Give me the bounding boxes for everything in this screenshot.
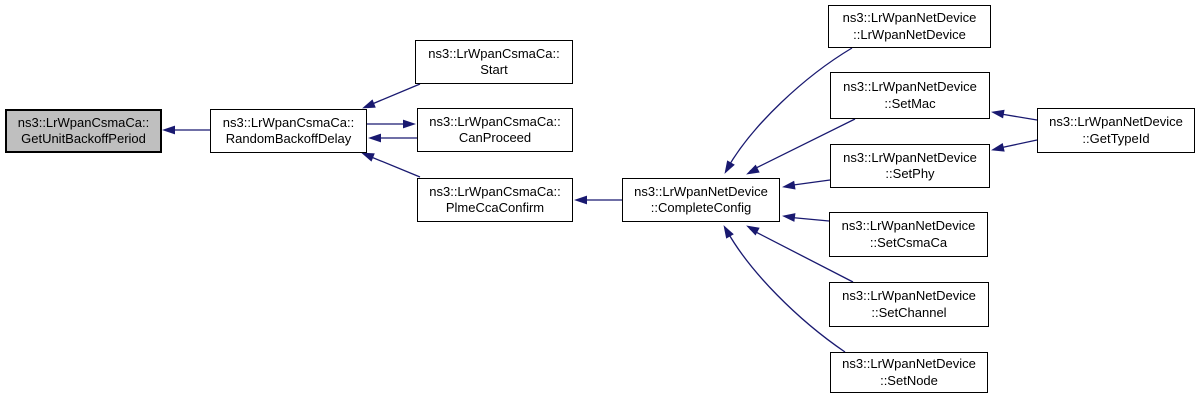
node-label: ::SetNode (880, 372, 938, 388)
node-label: PlmeCcaConfirm (445, 200, 545, 215)
node-label: ns3::LrWpanNetDevice (843, 149, 977, 165)
graph-node-set-mac[interactable]: ns3::LrWpanNetDevice::SetMac (830, 72, 990, 119)
node-label: ::CompleteConfig (650, 200, 752, 215)
node-label: ::SetCsmaCa (869, 234, 948, 250)
arrowhead-set-node-to-complete-config (723, 225, 734, 239)
arrowhead-complete-config-to-plme-cca-confirm (574, 195, 587, 205)
arrowhead-random-backoff-delay-to-can-proceed (403, 119, 416, 129)
graph-node-set-csma-ca[interactable]: ns3::LrWpanNetDevice::SetCsmaCa (829, 212, 988, 257)
arrowhead-set-mac-to-complete-config (746, 164, 760, 175)
node-label: RandomBackoffDelay (225, 131, 352, 146)
node-label: ns3::LrWpanNetDevice (634, 183, 768, 199)
graph-node-get-unit-backoff-period[interactable]: ns3::LrWpanCsmaCa::GetUnitBackoffPeriod (5, 109, 162, 153)
arrowhead-can-proceed-to-random-backoff-delay (368, 133, 381, 143)
edge-start-to-random-backoff-delay (364, 83, 421, 108)
graph-node-set-node[interactable]: ns3::LrWpanNetDevice::SetNode (830, 352, 988, 393)
arrowhead-random-backoff-delay-to-get-unit-backoff-period (162, 125, 175, 135)
arrowhead-get-type-id-to-set-phy (991, 143, 1005, 152)
graph-node-set-phy[interactable]: ns3::LrWpanNetDevice::SetPhy (830, 144, 990, 188)
graph-node-set-channel[interactable]: ns3::LrWpanNetDevice::SetChannel (829, 282, 989, 327)
node-label: ns3::LrWpanNetDevice (843, 79, 977, 94)
node-label: ns3::LrWpanNetDevice (841, 218, 976, 233)
node-label: ns3::LrWpanCsmaCa:: (428, 45, 560, 61)
graph-node-complete-config[interactable]: ns3::LrWpanNetDevice::CompleteConfig (622, 178, 780, 222)
edge-set-channel-to-complete-config (749, 228, 854, 283)
node-label: Start (480, 62, 508, 77)
node-label: ns3::LrWpanNetDevice (1049, 114, 1183, 129)
graph-node-get-type-id[interactable]: ns3::LrWpanNetDevice::GetTypeId (1037, 108, 1195, 153)
arrowhead-set-phy-to-complete-config (782, 180, 796, 190)
edge-set-mac-to-complete-config (749, 118, 856, 172)
node-label: ns3::LrWpanCsmaCa:: (222, 114, 355, 130)
edge-lr-wpan-net-device-to-complete-config (726, 47, 853, 170)
node-label: ::GetTypeId (1082, 130, 1150, 146)
arrowhead-plme-cca-confirm-to-random-backoff-delay (361, 152, 375, 162)
arrowhead-get-type-id-to-set-mac (991, 109, 1005, 119)
node-label: ::SetMac (884, 95, 936, 111)
graph-node-can-proceed[interactable]: ns3::LrWpanCsmaCa::CanProceed (417, 108, 573, 152)
node-label: ::LrWpanNetDevice (853, 26, 966, 42)
node-label: ::SetPhy (885, 166, 935, 181)
arrowhead-start-to-random-backoff-delay (362, 99, 376, 109)
edge-plme-cca-confirm-to-random-backoff-delay (363, 153, 421, 178)
node-label: ::SetChannel (871, 304, 947, 320)
node-label: ns3::LrWpanCsmaCa:: (429, 183, 561, 199)
graph-node-start[interactable]: ns3::LrWpanCsmaCa::Start (415, 40, 573, 84)
arrowhead-set-channel-to-complete-config (746, 225, 760, 236)
node-label: ns3::LrWpanCsmaCa:: (17, 114, 150, 130)
node-label: CanProceed (458, 130, 532, 145)
arrowhead-set-csma-ca-to-complete-config (782, 213, 796, 222)
node-label: ns3::LrWpanNetDevice (842, 10, 977, 25)
edge-set-node-to-complete-config (726, 230, 846, 353)
node-label: ns3::LrWpanCsmaCa:: (429, 113, 561, 129)
arrowhead-lr-wpan-net-device-to-complete-config (724, 160, 735, 174)
graph-node-plme-cca-confirm[interactable]: ns3::LrWpanCsmaCa::PlmeCcaConfirm (417, 178, 573, 222)
node-label: GetUnitBackoffPeriod (21, 131, 146, 146)
graph-node-random-backoff-delay[interactable]: ns3::LrWpanCsmaCa::RandomBackoffDelay (210, 109, 367, 153)
graph-node-lr-wpan-net-device[interactable]: ns3::LrWpanNetDevice::LrWpanNetDevice (828, 5, 991, 48)
node-label: ns3::LrWpanNetDevice (842, 288, 976, 303)
node-label: ns3::LrWpanNetDevice (842, 356, 976, 371)
